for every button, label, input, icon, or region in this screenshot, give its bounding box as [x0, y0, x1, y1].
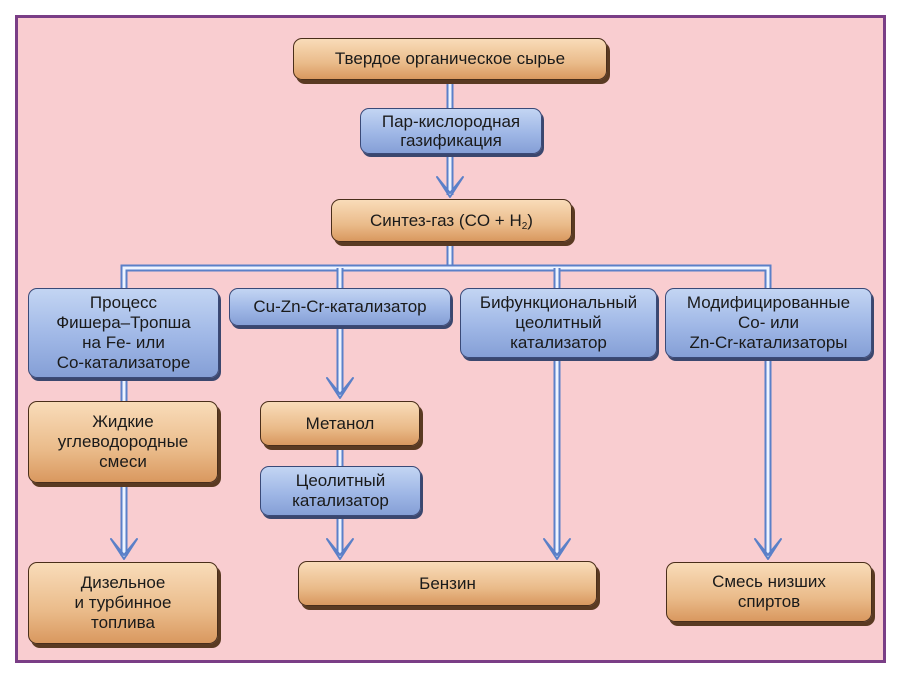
diesel-label: Дизельное и турбинное топлива	[74, 573, 172, 632]
syngas-node: Синтез-газ (CO + H2)	[331, 199, 572, 242]
arrowhead-alcohols	[754, 538, 782, 560]
zeolite-node: Цеолитный катализатор	[260, 466, 421, 516]
syngas-label-suffix: )	[527, 210, 533, 230]
modified-catalyst-label: Модифицированные Co- или Zn-Cr-катализат…	[686, 293, 851, 352]
gasoline-label: Бензин	[419, 573, 476, 593]
syngas-label: Синтез-газ (CO + H2)	[370, 210, 533, 232]
gasification-node: Пар-кислородная газификация	[360, 108, 542, 154]
fischer-tropsch-node: Процесс Фишера–Тропша на Fe- или Co-ката…	[28, 288, 219, 378]
diesel-node: Дизельное и турбинное топлива	[28, 562, 218, 644]
pipe-distribution-bus-outline	[120, 264, 772, 288]
raw-material-label: Твердое органическое сырье	[334, 49, 566, 68]
raw-material-node: Твердое органическое сырье	[293, 38, 607, 80]
arrowhead-gasoline-right	[543, 538, 571, 560]
bifunctional-label: Бифункциональный цеолитный катализатор	[479, 293, 638, 352]
syngas-label-subscript: 2	[521, 220, 528, 232]
liquid-mix-node: Жидкие углеводородные смеси	[28, 401, 218, 483]
arrowhead-gasoline-left	[326, 538, 354, 560]
liquid-mix-label: Жидкие углеводородные смеси	[57, 412, 189, 471]
alcohols-node: Смесь низших спиртов	[666, 562, 872, 622]
methanol-label: Метанол	[305, 413, 375, 433]
zeolite-label: Цеолитный катализатор	[292, 471, 389, 510]
cu-zn-cr-label: Cu-Zn-Cr-катализатор	[253, 297, 427, 316]
arrowhead-diesel	[110, 538, 138, 560]
fischer-tropsch-label: Процесс Фишера–Тропша на Fe- или Co-ката…	[56, 293, 191, 372]
arrowhead-methanol	[326, 377, 354, 399]
bifunctional-node: Бифункциональный цеолитный катализатор	[460, 288, 657, 358]
alcohols-label: Смесь низших спиртов	[712, 572, 826, 611]
arrowhead-syngas	[436, 176, 464, 198]
pipe-distribution-bus-core	[122, 266, 770, 288]
syngas-label-prefix: Синтез-газ (CO + H	[370, 210, 522, 230]
modified-catalyst-node: Модифицированные Co- или Zn-Cr-катализат…	[665, 288, 872, 358]
gasification-label: Пар-кислородная газификация	[381, 112, 521, 150]
gasoline-node: Бензин	[298, 561, 597, 606]
methanol-node: Метанол	[260, 401, 420, 446]
cu-zn-cr-node: Cu-Zn-Cr-катализатор	[229, 288, 451, 326]
